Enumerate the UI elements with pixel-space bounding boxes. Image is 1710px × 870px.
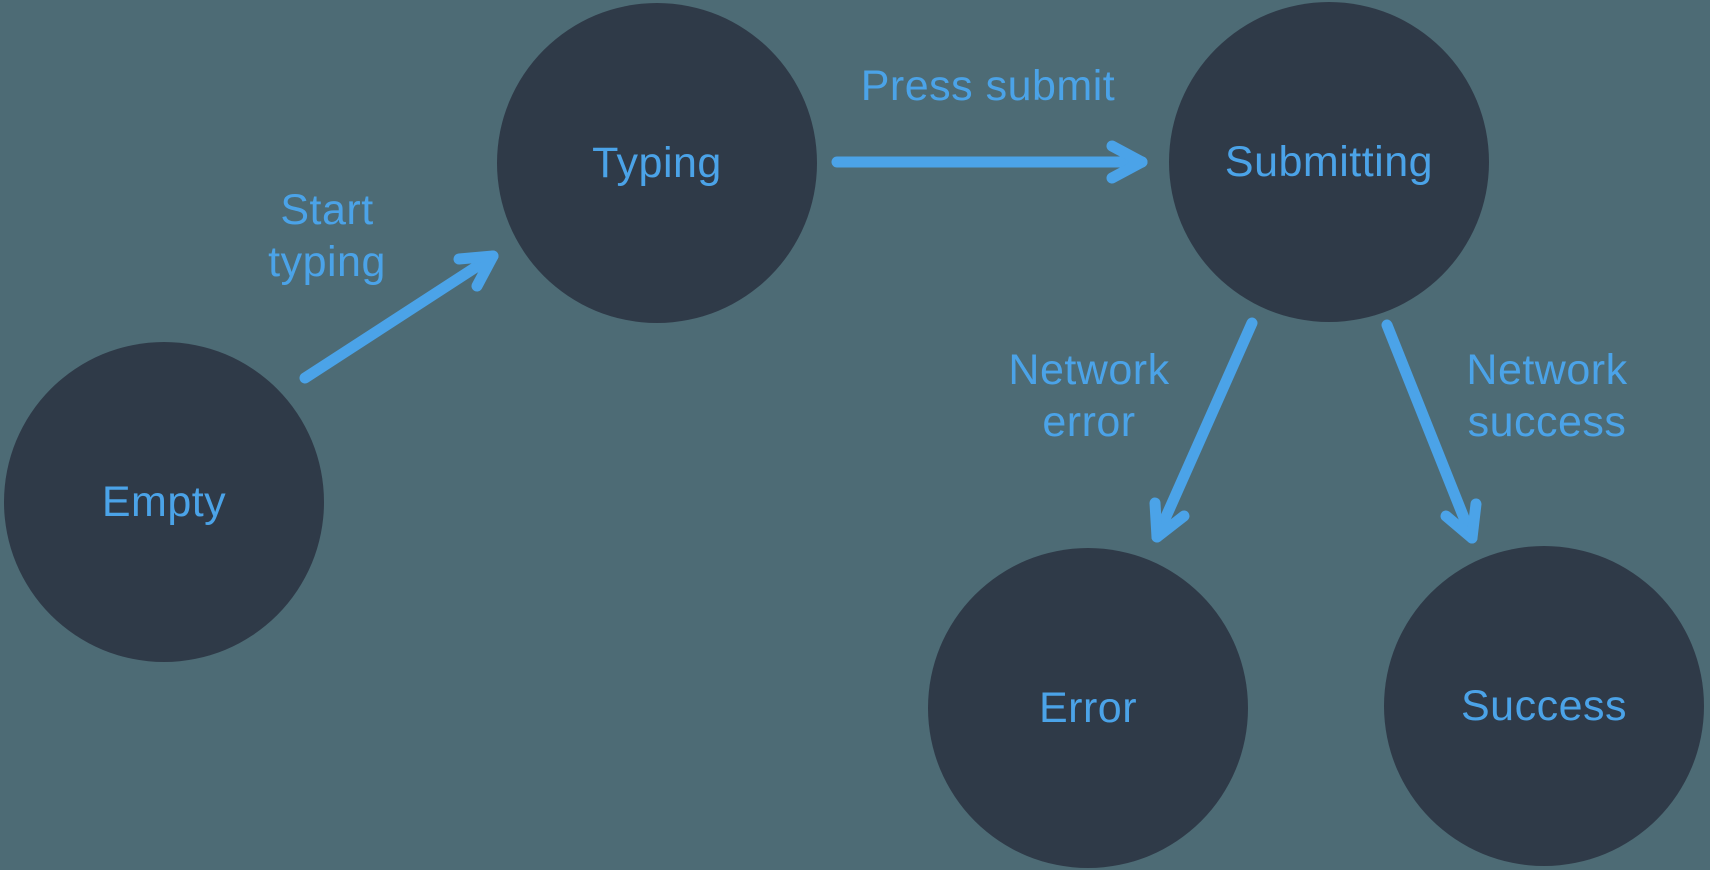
node-success: Success: [1384, 546, 1704, 866]
node-typing-label: Typing: [592, 138, 722, 187]
node-typing: Typing: [497, 3, 817, 323]
edge-label-press-submit: Press submit: [860, 62, 1116, 110]
node-error-label: Error: [1038, 683, 1138, 732]
node-submitting-label: Submitting: [1224, 137, 1434, 186]
node-submitting: Submitting: [1169, 2, 1489, 322]
arrow-submitting-to-success: [1381, 319, 1482, 544]
arrow-typing-to-submitting: [831, 140, 1148, 184]
edge-label-network-error: Network error: [1008, 346, 1170, 446]
arrow-submitting-to-error: [1149, 317, 1258, 543]
edge-label-start-typing: Start typing: [268, 186, 386, 286]
node-success-label: Success: [1460, 681, 1627, 730]
node-empty: Empty: [4, 342, 324, 662]
node-error: Error: [928, 548, 1248, 868]
edge-label-network-success: Network success: [1466, 346, 1628, 446]
node-empty-label: Empty: [101, 477, 227, 526]
arrow-empty-to-typing: [299, 250, 499, 384]
